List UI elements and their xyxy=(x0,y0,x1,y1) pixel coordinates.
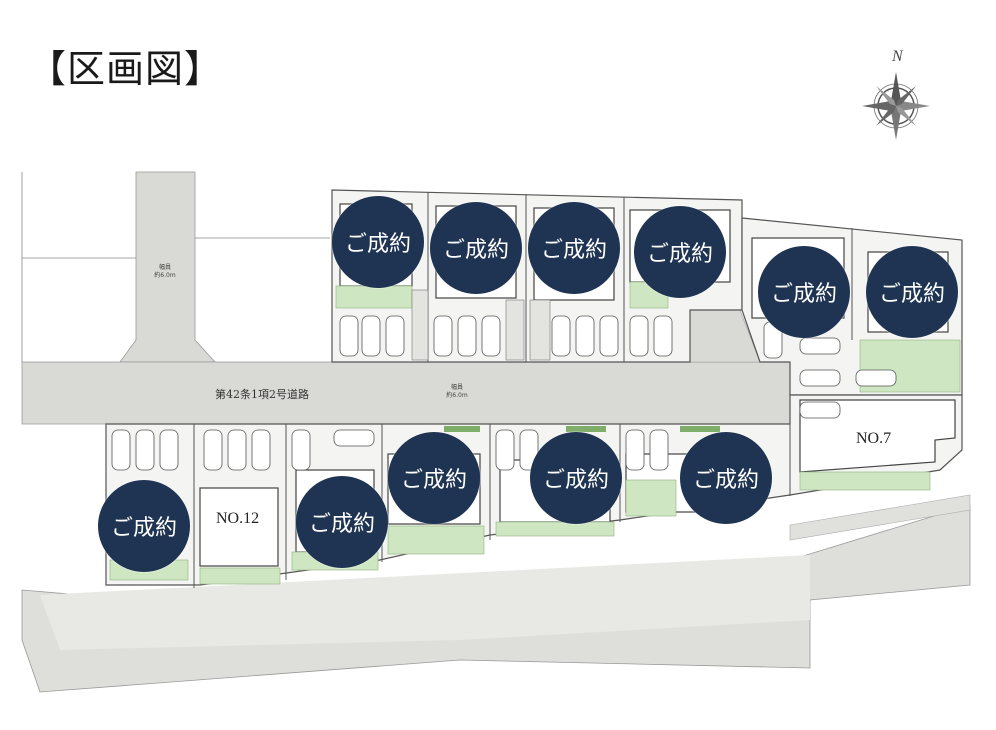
lot-no12-label: NO.12 xyxy=(216,510,260,527)
compass: N xyxy=(856,46,936,146)
lot-no7-label: NO.7 xyxy=(856,430,892,447)
sold-badge: ご成約 xyxy=(296,476,388,568)
sold-badge: ご成約 xyxy=(530,432,622,524)
sold-badge: ご成約 xyxy=(680,432,772,524)
road-width-label-2: 幅員 xyxy=(450,384,463,391)
sold-badge: ご成約 xyxy=(98,480,190,572)
road-width-2: 幅員 約6.0m xyxy=(442,384,472,400)
sold-badge: ご成約 xyxy=(430,202,522,294)
road-width-label-1: 幅員 xyxy=(158,264,171,271)
road-width-value-2: 約6.0m xyxy=(446,392,468,399)
sold-badge: ご成約 xyxy=(758,246,850,338)
neighbour-outlines xyxy=(21,172,330,362)
sold-badge: ご成約 xyxy=(332,196,424,288)
roads xyxy=(21,171,971,693)
sold-badge: ご成約 xyxy=(528,202,620,294)
compass-rose-icon xyxy=(862,72,930,140)
sold-badge: ご成約 xyxy=(388,432,480,524)
road-width-1: 幅員 約6.0m xyxy=(150,264,180,280)
north-label: N xyxy=(892,48,903,65)
sold-badge: ご成約 xyxy=(866,246,958,338)
sold-badge: ご成約 xyxy=(634,206,726,298)
page-title: 【区画図】 xyxy=(28,47,224,91)
road-label: 第42条1項2号道路 xyxy=(215,388,309,401)
road-width-value-1: 約6.0m xyxy=(154,272,176,279)
